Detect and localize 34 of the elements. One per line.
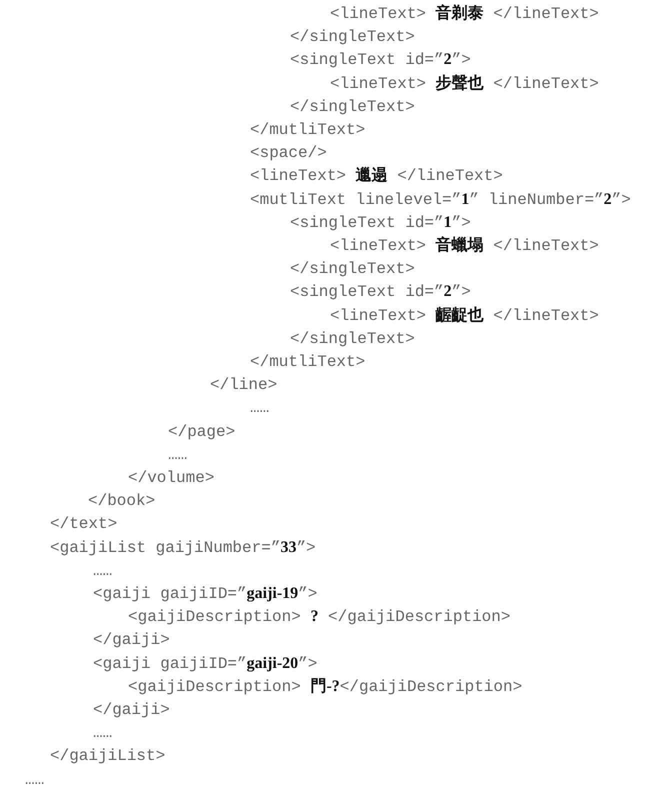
code-line: </text> [50,514,118,534]
code-line: <lineText> 邋遢 </lineText> [250,166,503,186]
code-line: <singleText id=”1”> [290,212,471,233]
code-line: </gaijiList> [50,746,166,766]
code-line: <lineText> 音蠟塌 </lineText> [330,236,599,256]
code-line: <gaiji gaijiID=”gaiji-20”> [93,654,318,674]
code-line: …… [93,723,112,744]
code-line: </gaiji> [93,630,170,650]
code-line: </singleText> [290,96,415,117]
code-line: <gaiji gaijiID=”gaiji-19”> [93,584,318,604]
code-line: </page> [168,422,236,442]
code-line: …… [168,444,188,465]
code-line: <mutliText linelevel=”1” lineNumber=”2”> [250,190,631,210]
code-line: <space/> [250,143,327,164]
code-line: </volume> [128,468,214,488]
code-line: </mutliText> [250,120,366,140]
code-line: <lineText> 步聲也 </lineText> [330,74,599,94]
code-line: </mutliText> [250,352,366,372]
code-line: </gaiji> [93,700,170,720]
code-line: </singleText> [290,259,415,280]
code-line: <gaijiDescription> ? </gaijiDescription> [128,607,510,628]
code-line: <gaijiDescription> 門-?</gaijiDescription> [128,676,522,697]
code-line: </singleText> [290,328,415,349]
code-line: <gaijiList gaijiNumber=”33”> [50,538,316,558]
code-line: <lineText> 音剃泰 </lineText> [330,4,599,24]
code-line: <lineText> 齷齪也 </lineText> [330,306,599,326]
code-line: …… [93,560,112,581]
code-line: …… [25,770,44,790]
code-line: </line> [210,375,278,396]
code-line: </book> [88,491,156,512]
code-line: …… [250,398,270,418]
code-line: </singleText> [290,27,415,48]
code-line: <singleText id=”2”> [290,282,471,302]
code-line: <singleText id=”2”> [290,50,471,70]
